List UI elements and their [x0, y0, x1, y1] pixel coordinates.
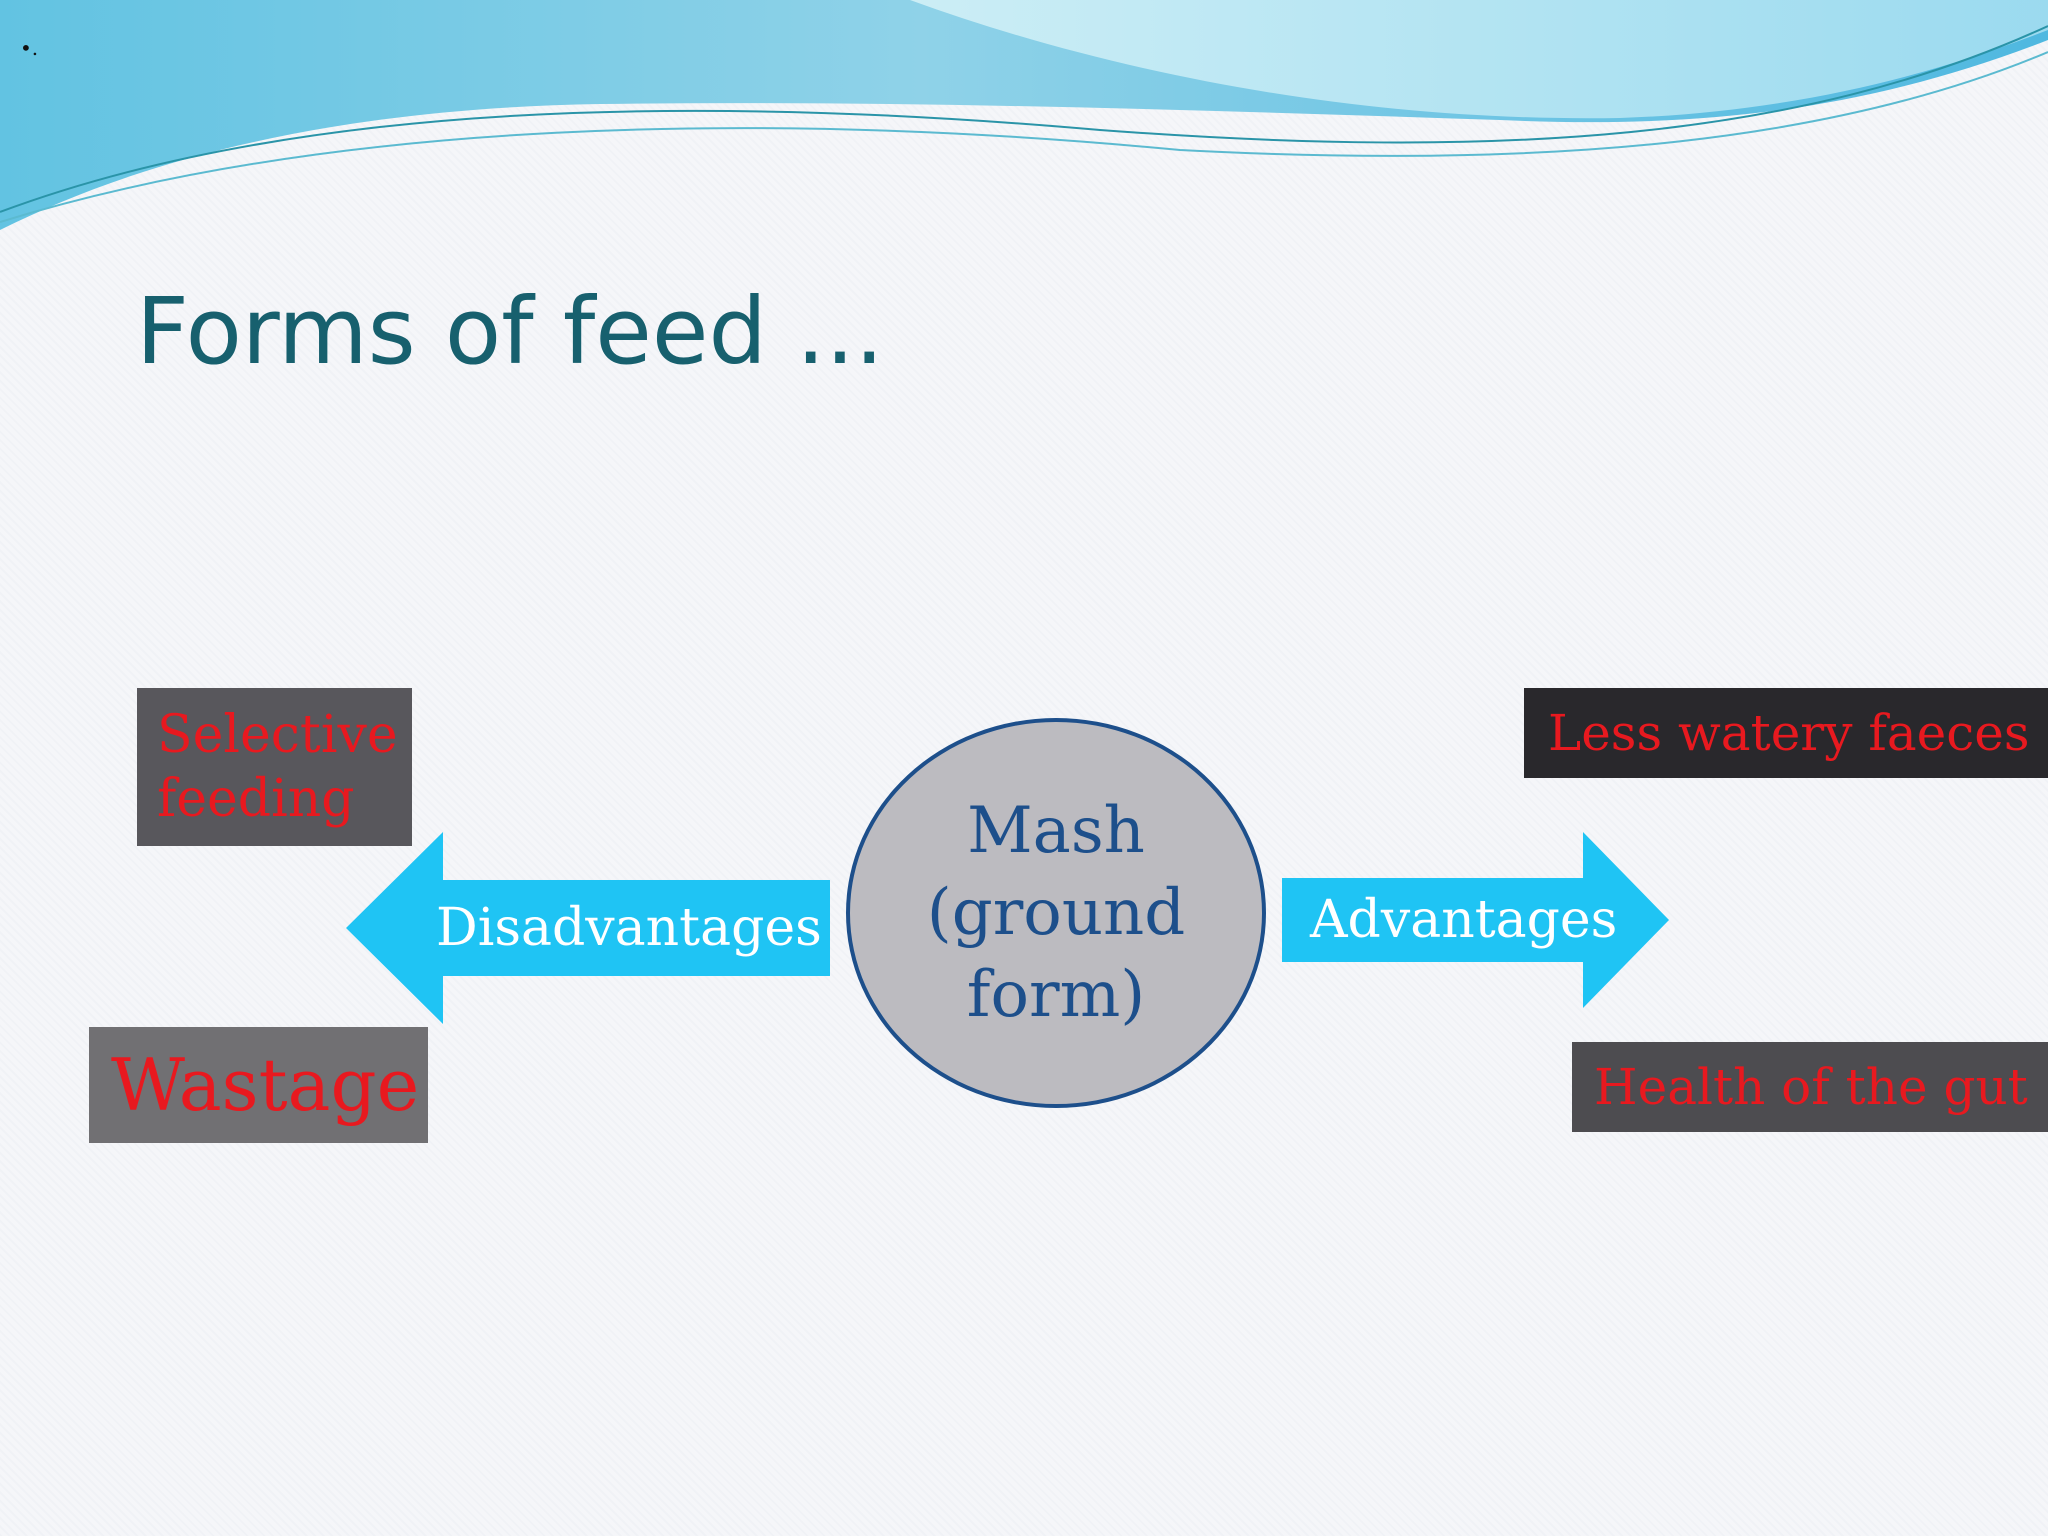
- advantage-box-less-watery-faeces: Less watery faeces: [1524, 688, 2048, 778]
- center-line-2: (ground: [926, 876, 1186, 950]
- disadvantages-label: Disadvantages: [436, 898, 822, 958]
- disadvantage-wastage-label: Wastage: [111, 1043, 420, 1127]
- center-circle-mash: Mash (ground form): [846, 718, 1266, 1108]
- disadvantage-line-1: Selective: [157, 705, 398, 765]
- disadvantage-box-selective-feeding: Selective feeding: [137, 688, 412, 846]
- advantage-gut-label: Health of the gut: [1594, 1058, 2028, 1116]
- advantages-label: Advantages: [1310, 890, 1618, 950]
- bullet-mark: •.: [20, 36, 39, 60]
- left-arrow: [346, 832, 830, 1024]
- advantage-watery-label: Less watery faeces: [1548, 704, 2030, 762]
- advantage-box-health-of-gut: Health of the gut: [1572, 1042, 2048, 1132]
- slide-title: Forms of feed ...: [136, 278, 884, 385]
- center-line-1: Mash: [967, 794, 1145, 868]
- disadvantage-box-wastage: Wastage: [89, 1027, 428, 1143]
- center-line-3: form): [966, 958, 1146, 1032]
- right-arrow: [1282, 832, 1669, 1008]
- header-wave-decoration: [0, 0, 2048, 230]
- disadvantage-line-2: feeding: [157, 769, 355, 829]
